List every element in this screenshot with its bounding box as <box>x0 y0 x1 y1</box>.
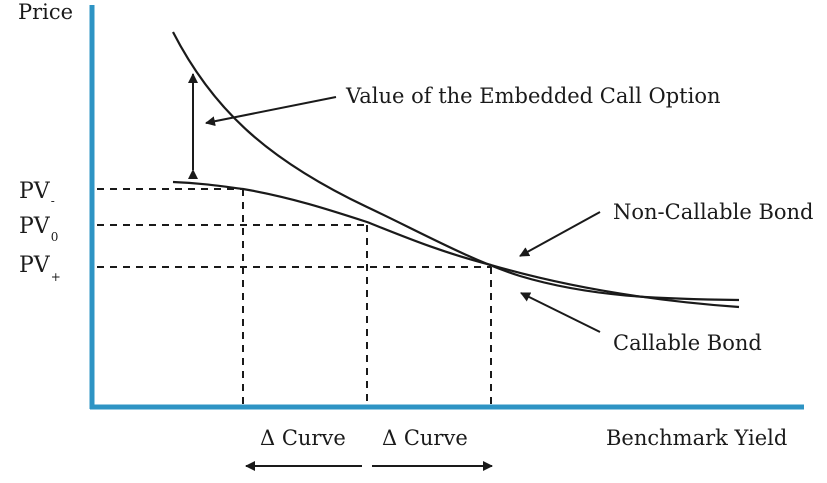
callable-bond-label: Callable Bond <box>613 331 762 355</box>
pv-plus-label: PV+ <box>19 253 61 284</box>
delta-curve-label-left: Δ Curve <box>260 426 346 450</box>
dashed-guides <box>97 188 492 405</box>
callable-bond-curve <box>172 180 740 309</box>
pv-minus-label: PV- <box>19 179 55 208</box>
embedded-call-pointer-arrow <box>205 96 337 127</box>
non-callable-bond-label: Non-Callable Bond <box>613 200 813 224</box>
callable-pointer-arrow <box>520 292 601 333</box>
non-callable-pointer-arrow <box>519 211 601 257</box>
non-callable-bond-curve <box>172 31 740 302</box>
y-axis-label: Price <box>18 0 73 24</box>
delta-curve-label-right: Δ Curve <box>382 426 468 450</box>
x-axis-label: Benchmark Yield <box>606 426 787 450</box>
embedded-call-label: Value of the Embedded Call Option <box>345 84 720 108</box>
pv-zero-label: PV0 <box>19 214 58 244</box>
